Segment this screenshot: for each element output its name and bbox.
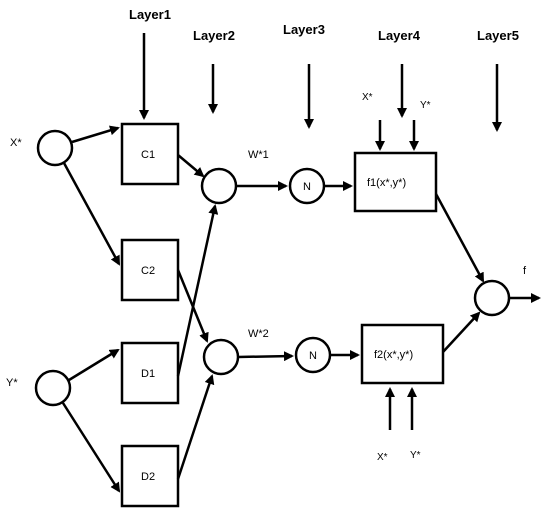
- f1-box: [353, 151, 438, 213]
- edge-y-d2: [61, 402, 121, 493]
- d1-box: [120, 341, 180, 405]
- edge-f2-output: [442, 311, 481, 353]
- f1-label: f1(x*,y*): [367, 177, 406, 189]
- input-y-node: [34, 369, 72, 407]
- f2-box: [360, 323, 445, 385]
- input-x-node: [36, 129, 74, 167]
- edge-y-d1: [68, 348, 120, 382]
- edge-d1-product-top: [176, 204, 219, 377]
- edge-c1-product-top: [177, 154, 205, 178]
- f2-input-y-label: Y*: [410, 450, 421, 461]
- d1-label: D1: [141, 368, 155, 380]
- layer3-label: Layer3: [283, 22, 325, 37]
- c2-label: C2: [141, 265, 155, 277]
- input-x-label: X*: [10, 137, 22, 149]
- product-node-bottom: [202, 338, 240, 376]
- normalize-label-bottom: N: [309, 350, 317, 362]
- edge-product-bottom-normalize: [237, 351, 294, 362]
- output-sum-node: [473, 279, 511, 317]
- weight-label-2: W*2: [248, 328, 269, 340]
- layer4-label: Layer4: [378, 28, 421, 43]
- edge-x-c2: [62, 162, 121, 266]
- edge-d2-product-bottom: [176, 374, 215, 480]
- product-node-top: [200, 167, 238, 205]
- layer5-label: Layer5: [477, 28, 519, 43]
- f1-input-y-label: Y*: [420, 100, 431, 111]
- d2-label: D2: [141, 471, 155, 483]
- f2-label: f2(x*,y*): [374, 349, 413, 361]
- normalize-label-top: N: [303, 181, 311, 193]
- layer1-label: Layer1: [129, 7, 171, 22]
- f2-input-x-label: X*: [377, 452, 388, 463]
- input-y-label: Y*: [6, 377, 18, 389]
- layer2-label: Layer2: [193, 28, 235, 43]
- c1-label: C1: [141, 149, 155, 161]
- edge-x-c1: [71, 125, 120, 144]
- f1-input-x-label: X*: [362, 92, 373, 103]
- c1-box: [120, 122, 180, 186]
- edge-c2-product-bottom: [176, 269, 209, 343]
- edge-f1-output: [434, 193, 485, 283]
- output-label: f: [523, 265, 527, 277]
- weight-label-1: W*1: [248, 149, 269, 161]
